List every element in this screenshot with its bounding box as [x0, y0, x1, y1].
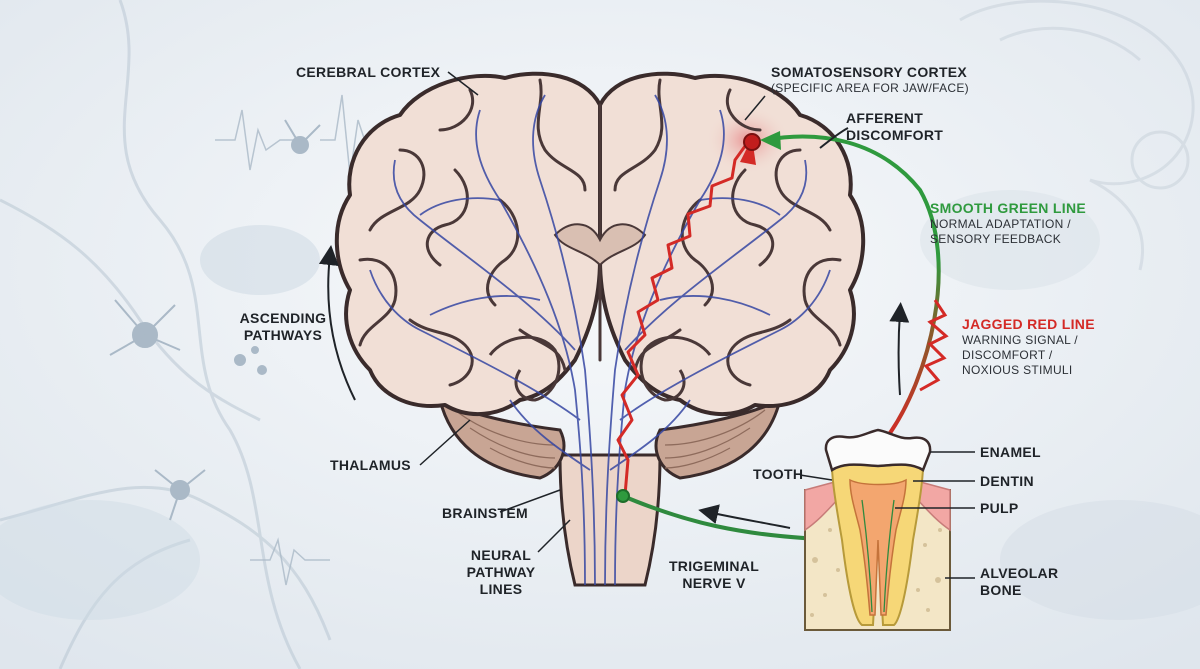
- feedback-arc: [764, 134, 941, 442]
- temporal-lobe-left: [488, 335, 561, 402]
- arrow-up-right-side: [889, 302, 910, 396]
- green-line-sub1: NORMAL ADAPTATION /: [930, 217, 1071, 231]
- ascending-line1: ASCENDING: [239, 310, 327, 326]
- leader-lines: [419, 71, 975, 579]
- brainstem-shape: [558, 453, 662, 587]
- red-line-sub3: NOXIOUS STIMULI: [962, 363, 1073, 377]
- label-brainstem: BRAINSTEM: [442, 505, 528, 521]
- tooth-illustration: [804, 428, 951, 631]
- background-cell-shapes: [0, 190, 1200, 620]
- neural-line3: LINES: [479, 581, 523, 597]
- green-arrowhead: [760, 131, 781, 150]
- red-line-sub2: DISCOMFORT /: [962, 348, 1053, 362]
- label-trigeminal-nerve: TRIGEMINAL NERVE V: [664, 558, 764, 592]
- trigeminal-line2: NERVE V: [682, 575, 746, 591]
- alveolar-line2: BONE: [980, 582, 1022, 598]
- label-afferent-discomfort: AFFERENT DISCOMFORT: [846, 110, 943, 144]
- neural-line2: PATHWAY: [466, 564, 536, 580]
- background-brain-silhouette: [959, 0, 1195, 271]
- background-neurons-left: [0, 0, 332, 669]
- neuron-icon: [109, 119, 321, 521]
- red-line-sub1: WARNING SIGNAL /: [962, 333, 1078, 347]
- cerebellum-left: [437, 397, 566, 480]
- brain: [334, 71, 866, 587]
- arrow-trigeminal: [698, 504, 791, 529]
- label-pulp: PULP: [980, 500, 1019, 516]
- left-hemisphere: [334, 71, 602, 417]
- afferent-line1: AFFERENT: [846, 110, 924, 126]
- red-jagged-signal-path: [616, 141, 750, 496]
- label-enamel: ENAMEL: [980, 444, 1041, 460]
- label-alveolar-bone: ALVEOLAR BONE: [980, 565, 1058, 599]
- ascending-arrow: [318, 245, 356, 401]
- afferent-line2: DISCOMFORT: [846, 127, 944, 143]
- red-line-title: JAGGED RED LINE: [962, 316, 1095, 332]
- label-thalamus: THALAMUS: [330, 457, 411, 473]
- label-tooth: TOOTH: [753, 466, 804, 482]
- green-line-title: SMOOTH GREEN LINE: [930, 200, 1086, 216]
- label-neural-pathway-lines: NEURAL PATHWAY LINES: [466, 547, 536, 598]
- green-line-sub2: SENSORY FEEDBACK: [930, 232, 1062, 246]
- ascending-line2: PATHWAYS: [243, 327, 323, 343]
- ventricle: [553, 223, 647, 267]
- trigeminal-line1: TRIGEMINAL: [668, 558, 760, 574]
- label-ascending-pathways: ASCENDING PATHWAYS: [228, 310, 338, 344]
- temporal-lobe-right: [639, 335, 712, 402]
- label-dentin: DENTIN: [980, 473, 1034, 489]
- label-jagged-red-line: JAGGED RED LINE WARNING SIGNAL / DISCOMF…: [962, 316, 1095, 378]
- neural-line1: NEURAL: [470, 547, 532, 563]
- arrow-afferent: [819, 127, 849, 149]
- red-zigzag-segment: [919, 299, 949, 392]
- nerve-junction-point: [616, 489, 630, 503]
- alveolar-line1: ALVEOLAR: [980, 565, 1059, 581]
- label-cerebral-cortex: CEREBRAL CORTEX: [296, 64, 441, 80]
- cerebellum-right: [654, 397, 783, 480]
- label-somatosensory-cortex: SOMATOSENSORY CORTEX (SPECIFIC AREA FOR …: [771, 64, 969, 96]
- enamel-layer: [824, 428, 932, 472]
- label-smooth-green-line: SMOOTH GREEN LINE NORMAL ADAPTATION / SE…: [930, 200, 1086, 247]
- somatosensory-title: SOMATOSENSORY CORTEX: [771, 64, 968, 80]
- somatosensory-point: [743, 133, 761, 151]
- somatosensory-subtitle: (SPECIFIC AREA FOR JAW/FACE): [771, 81, 969, 95]
- pulp-nerve-lines: [861, 499, 895, 613]
- gyri-folds: [358, 78, 842, 387]
